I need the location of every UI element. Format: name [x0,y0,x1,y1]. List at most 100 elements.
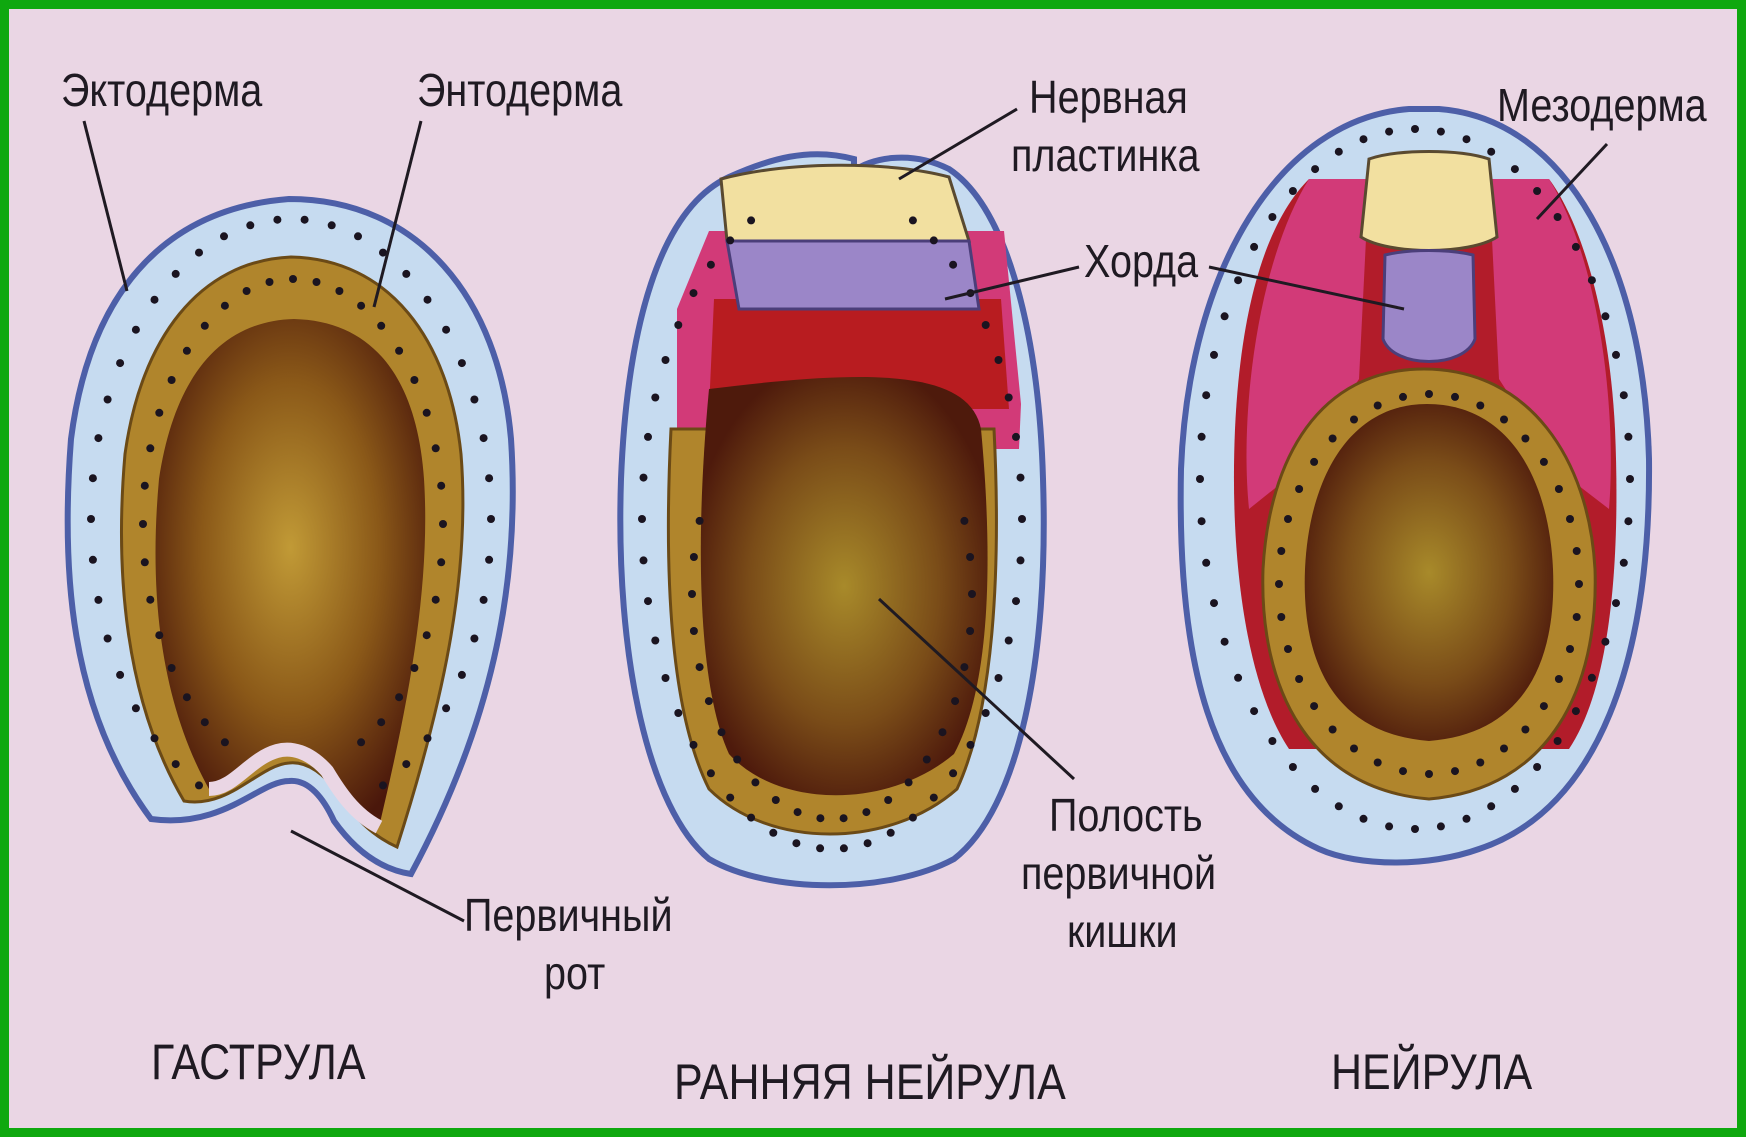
cell-nucleus [313,278,321,286]
cell-nucleus [172,760,180,768]
cell-nucleus [168,376,176,384]
label-primary-mouth-1: Первичный [464,889,673,941]
cell-nucleus [707,769,715,777]
cell-nucleus [1268,213,1276,221]
cell-nucleus [1250,243,1258,251]
cell-nucleus [909,216,917,224]
cell-nucleus [1463,135,1471,143]
cell-nucleus [794,808,802,816]
cell-nucleus [662,674,670,682]
cell-nucleus [1012,597,1020,605]
cell-nucleus [201,718,209,726]
cell-nucleus [1588,674,1596,682]
cell-nucleus [423,631,431,639]
cell-nucleus [640,474,648,482]
cell-nucleus [410,376,418,384]
cell-nucleus [1005,394,1013,402]
cell-nucleus [1221,312,1229,320]
cell-nucleus [1487,802,1495,810]
cell-nucleus [1284,645,1292,653]
cell-nucleus [1289,187,1297,195]
cell-nucleus [1566,645,1574,653]
cell-nucleus [1221,638,1229,646]
label-mesoderm: Мезодерма [1497,79,1707,131]
cell-nucleus [1234,674,1242,682]
cell-nucleus [1411,825,1419,833]
cell-nucleus [432,596,440,604]
cell-nucleus [1575,580,1583,588]
cell-nucleus [151,734,159,742]
cell-nucleus [1521,726,1529,734]
cell-nucleus [395,693,403,701]
cell-nucleus [89,474,97,482]
cell-nucleus [1399,393,1407,401]
cell-nucleus [884,796,892,804]
cell-nucleus [751,778,759,786]
cell-nucleus [1374,402,1382,410]
cell-nucleus [246,221,254,229]
cell-nucleus [651,394,659,402]
cell-nucleus [379,781,387,789]
cell-nucleus [94,434,102,442]
cell-nucleus [1360,135,1368,143]
cell-nucleus [1012,433,1020,441]
cell-nucleus [1620,391,1628,399]
cell-nucleus [155,409,163,417]
cell-nucleus [1511,165,1519,173]
cell-nucleus [1521,435,1529,443]
cell-nucleus [1295,485,1303,493]
embryo-stages-diagram [9,9,1737,1128]
cell-nucleus [638,515,646,523]
neural-plate [721,165,969,241]
cell-nucleus [1350,745,1358,753]
cell-nucleus [432,444,440,452]
cell-nucleus [243,287,251,295]
cell-nucleus [1601,638,1609,646]
cell-nucleus [816,844,824,852]
cell-nucleus [696,663,704,671]
cell-nucleus [480,596,488,604]
cell-nucleus [424,296,432,304]
cell-nucleus [1411,125,1419,133]
cell-nucleus [458,671,466,679]
cell-nucleus [221,738,229,746]
cell-nucleus [905,778,913,786]
cell-nucleus [273,216,281,224]
cell-nucleus [966,553,974,561]
cell-nucleus [1612,599,1620,607]
cell-nucleus [1572,707,1580,715]
cell-nucleus [1311,165,1319,173]
cell-nucleus [1425,770,1433,778]
cell-nucleus [1500,745,1508,753]
cell-nucleus [104,635,112,643]
cell-nucleus [1624,517,1632,525]
cell-nucleus [644,597,652,605]
cell-nucleus [733,756,741,764]
cell-nucleus [1626,475,1634,483]
cell-nucleus [485,556,493,564]
cell-nucleus [141,558,149,566]
cell-nucleus [289,275,297,283]
cell-nucleus [674,709,682,717]
caption-early-neurula: РАННЯЯ НЕЙРУЛА [674,1054,1066,1110]
cell-nucleus [864,839,872,847]
leader-neural-plate [899,109,1017,179]
cell-nucleus [696,517,704,525]
cell-nucleus [1425,390,1433,398]
cell-nucleus [487,515,495,523]
cell-nucleus [1487,148,1495,156]
cell-nucleus [949,261,957,269]
cell-nucleus [1277,547,1285,555]
cell-nucleus [1196,475,1204,483]
cell-nucleus [718,728,726,736]
cell-nucleus [674,321,682,329]
cell-nucleus [377,718,385,726]
cell-nucleus [485,474,493,482]
cell-nucleus [377,322,385,330]
cell-nucleus [982,321,990,329]
cell-nucleus [220,232,228,240]
cell-nucleus [410,664,418,672]
cell-nucleus [132,326,140,334]
cell-nucleus [183,347,191,355]
cell-nucleus [195,781,203,789]
